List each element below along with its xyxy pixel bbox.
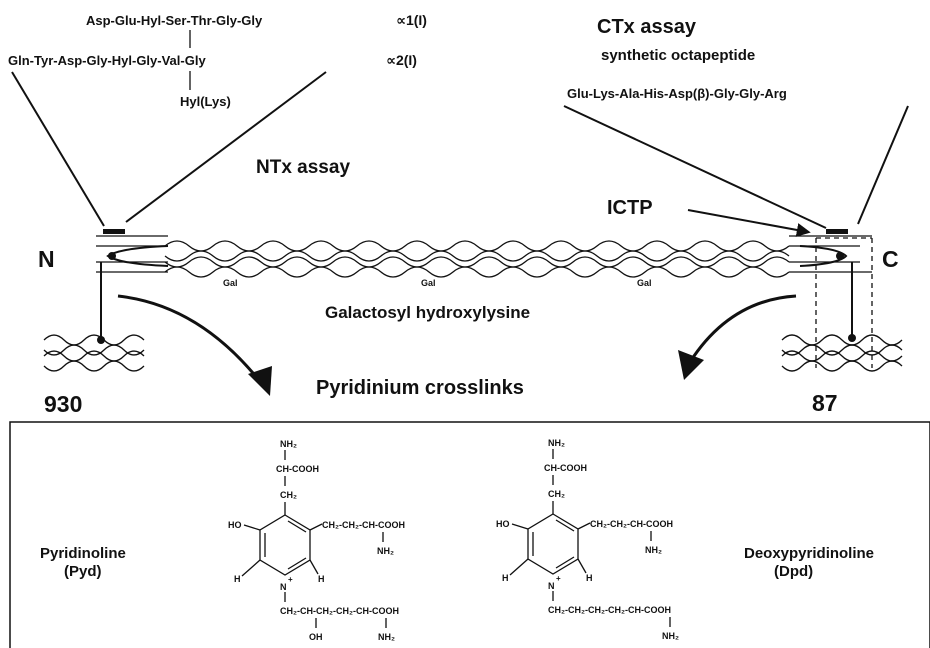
svg-text:+: +: [556, 574, 561, 583]
c-telopeptide: [789, 229, 873, 368]
left-curved-arrow: [117, 294, 264, 385]
ntx-alpha2-sequence: Gln-Tyr-Asp-Gly-Hyl-Gly-Val-Gly: [8, 53, 206, 68]
right-helix-fragment: [781, 334, 903, 372]
svg-text:NH₂: NH₂: [377, 546, 394, 556]
svg-text:CH₂: CH₂: [280, 490, 297, 500]
dpd-name: Deoxypyridinoline: [744, 545, 874, 562]
dpd-abbr: (Dpd): [774, 563, 813, 580]
pyridinium-crosslinks-label: Pyridinium crosslinks: [316, 377, 524, 399]
svg-text:CH₂-CH-CH₂-CH₂-CH-COOH: CH₂-CH-CH₂-CH₂-CH-COOH: [280, 606, 399, 616]
svg-text:CH₂-CH₂-CH₂-CH₂-CH-COOH: CH₂-CH₂-CH₂-CH₂-CH-COOH: [548, 605, 671, 615]
pyd-abbr: (Pyd): [64, 563, 102, 580]
gal-label-1: Gal: [223, 278, 238, 288]
svg-text:H: H: [502, 573, 509, 583]
svg-text:NH₂: NH₂: [280, 439, 297, 449]
crosslink-structures-panel: [9, 421, 930, 648]
ctx-pointer-left: [563, 105, 827, 229]
ntx-assay-label: NTx assay: [256, 157, 350, 178]
ictp-arrow: [687, 209, 811, 237]
dpd-structure: NH₂ CH-COOH CH₂ HO CH₂-CH₂-CH-COOH NH₂ H…: [496, 438, 679, 641]
ctx-subtitle: synthetic octapeptide: [601, 47, 755, 64]
svg-text:+: +: [288, 575, 293, 584]
pyd-name: Pyridinoline: [40, 545, 126, 562]
svg-text:NH₂: NH₂: [378, 632, 395, 642]
gal-label-3: Gal: [637, 278, 652, 288]
n-terminus-label: N: [38, 246, 55, 272]
collagen-triple-helix: [164, 240, 790, 278]
ctx-pointer-right: [857, 105, 909, 225]
hyl-lys-label: Hyl(Lys): [180, 94, 231, 109]
svg-text:CH₂-CH₂-CH-COOH: CH₂-CH₂-CH-COOH: [590, 519, 673, 529]
svg-text:N: N: [280, 582, 287, 592]
svg-text:H: H: [318, 574, 325, 584]
right-curved-arrow: [688, 294, 797, 363]
left-arrowhead: [248, 366, 272, 396]
svg-text:H: H: [586, 573, 593, 583]
gal-label-2: Gal: [421, 278, 436, 288]
svg-text:NH₂: NH₂: [548, 438, 565, 448]
svg-text:HO: HO: [228, 520, 242, 530]
svg-text:HO: HO: [496, 519, 510, 529]
svg-text:N: N: [548, 581, 555, 591]
number-left: 930: [44, 391, 82, 417]
left-helix-fragment: [43, 334, 145, 372]
svg-text:OH: OH: [309, 632, 323, 642]
n-telopeptide: [96, 229, 169, 344]
svg-text:CH₂: CH₂: [548, 489, 565, 499]
galactosyl-hydroxylysine-label: Galactosyl hydroxylysine: [325, 303, 530, 322]
ntx-alpha2-label: ∝2(I): [386, 52, 417, 68]
ctx-sequence: Glu-Lys-Ala-His-Asp(β)-Gly-Gly-Arg: [567, 86, 787, 101]
ntx-pointer-right: [125, 71, 327, 223]
svg-text:CH₂-CH₂-CH-COOH: CH₂-CH₂-CH-COOH: [322, 520, 405, 530]
svg-text:NH₂: NH₂: [662, 631, 679, 641]
right-arrowhead: [678, 350, 704, 380]
ntx-pointer-left: [11, 71, 105, 227]
ictp-label: ICTP: [607, 197, 653, 219]
pyd-structure: NH₂ CH-COOH CH₂ HO CH₂-CH₂-CH-COOH NH₂ H…: [228, 439, 405, 642]
ctx-assay-label: CTx assay: [597, 16, 697, 38]
svg-text:CH-COOH: CH-COOH: [276, 464, 319, 474]
svg-text:CH-COOH: CH-COOH: [544, 463, 587, 473]
ntx-alpha1-label: ∝1(I): [396, 12, 427, 28]
ntx-alpha1-sequence: Asp-Glu-Hyl-Ser-Thr-Gly-Gly: [86, 13, 263, 28]
c-terminus-label: C: [882, 246, 899, 272]
svg-text:NH₂: NH₂: [645, 545, 662, 555]
number-right: 87: [812, 390, 838, 416]
svg-text:H: H: [234, 574, 241, 584]
